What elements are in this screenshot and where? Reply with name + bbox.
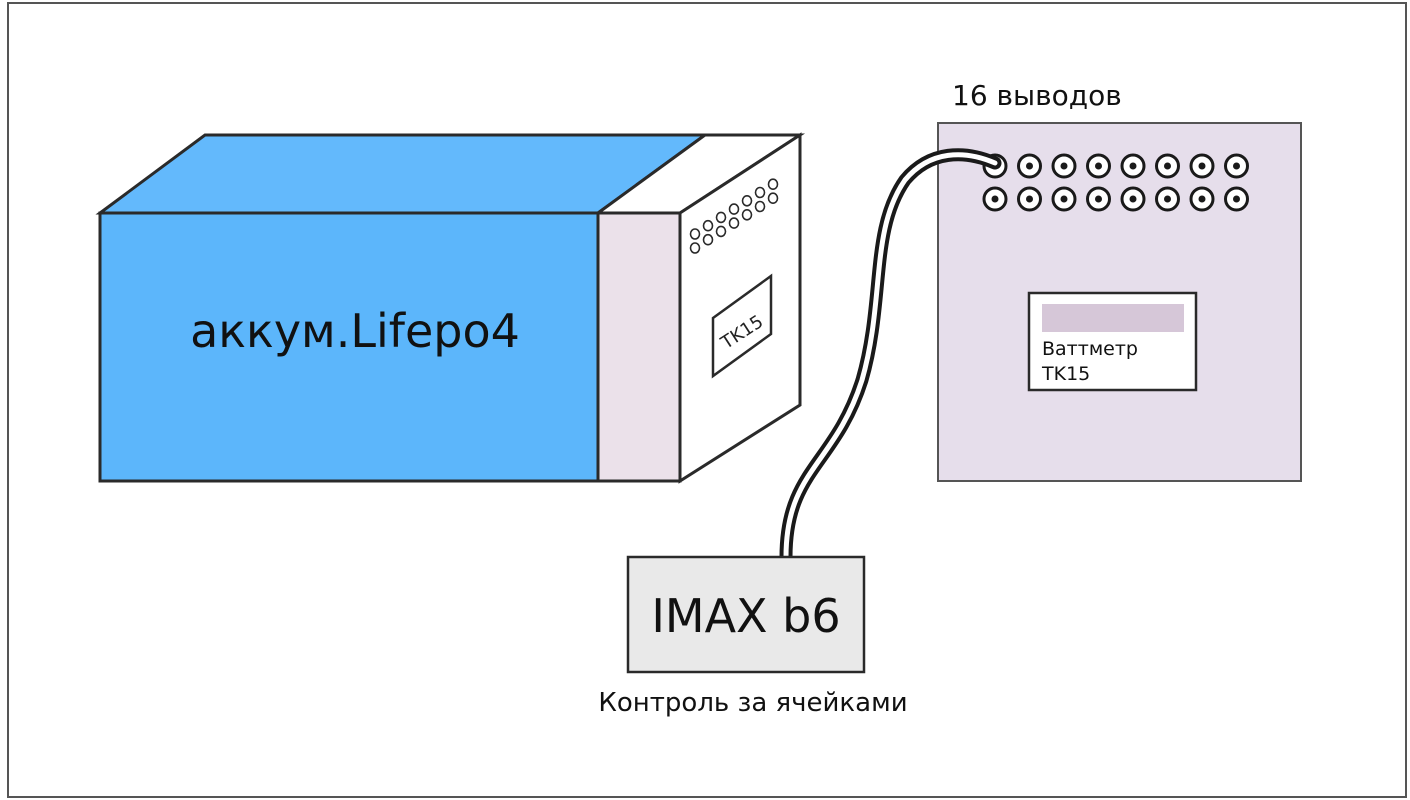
- end-panel-terminal: [767, 178, 779, 190]
- charger-label: IMAX b6: [651, 589, 840, 643]
- end-panel-terminal: [689, 242, 701, 254]
- end-panel-terminal: [728, 203, 740, 215]
- terminal-pin: [1198, 195, 1206, 203]
- terminal-pin: [1164, 195, 1171, 203]
- terminal-pin: [991, 195, 999, 203]
- end-panel-terminal: [715, 211, 727, 224]
- terminal-pin: [1233, 162, 1240, 170]
- charger-caption: Контроль за ячейками: [598, 688, 907, 718]
- balance-cable: [779, 148, 1002, 564]
- battery-front-face: [98, 211, 600, 483]
- terminal-pin: [1129, 195, 1137, 203]
- end-panel-terminal: [767, 192, 779, 204]
- end-panel-terminal: [689, 228, 701, 240]
- wattmeter-screen: [1042, 304, 1184, 332]
- meter-panel: 16 выводов Ваттметр TK15: [937, 79, 1302, 482]
- charger-box: [626, 555, 866, 674]
- panel-terminals: [982, 153, 1249, 212]
- end-panel-terminal: [741, 209, 753, 221]
- cable-wire-inner: [783, 152, 998, 560]
- terminal-pin: [1198, 162, 1206, 170]
- terminal-pin: [1233, 195, 1240, 203]
- end-panel-terminals: [689, 178, 779, 254]
- end-panel-terminal: [702, 233, 714, 246]
- end-panel-terminal: [728, 217, 740, 229]
- terminal-pin: [1095, 162, 1102, 170]
- wattmeter-label-line1: Ваттметр: [1042, 338, 1138, 360]
- terminal-pin: [1060, 162, 1068, 170]
- terminal-pin: [1095, 195, 1102, 203]
- terminal-pin: [1164, 162, 1171, 170]
- end-panel-label-box: [711, 273, 773, 379]
- terminal-pin: [1026, 195, 1033, 203]
- end-panel-terminal: [754, 186, 766, 199]
- end-panel-terminal: [702, 219, 714, 232]
- terminals-label: 16 выводов: [952, 79, 1122, 112]
- battery-band: [596, 211, 682, 483]
- terminal-pin: [1026, 162, 1033, 170]
- end-panel-terminal: [741, 195, 753, 207]
- battery-label: аккум.Lifepo4: [190, 304, 520, 358]
- end-panel-terminal: [715, 225, 727, 238]
- terminal-pin: [1060, 195, 1068, 203]
- terminal-pin: [1129, 162, 1137, 170]
- end-panel-terminal: [754, 200, 766, 213]
- battery-block: TK15 аккум.Lifepo4: [95, 132, 806, 484]
- wattmeter-label-line2: TK15: [1041, 363, 1090, 385]
- charger-block: IMAX b6 Контроль за ячейками: [598, 555, 908, 718]
